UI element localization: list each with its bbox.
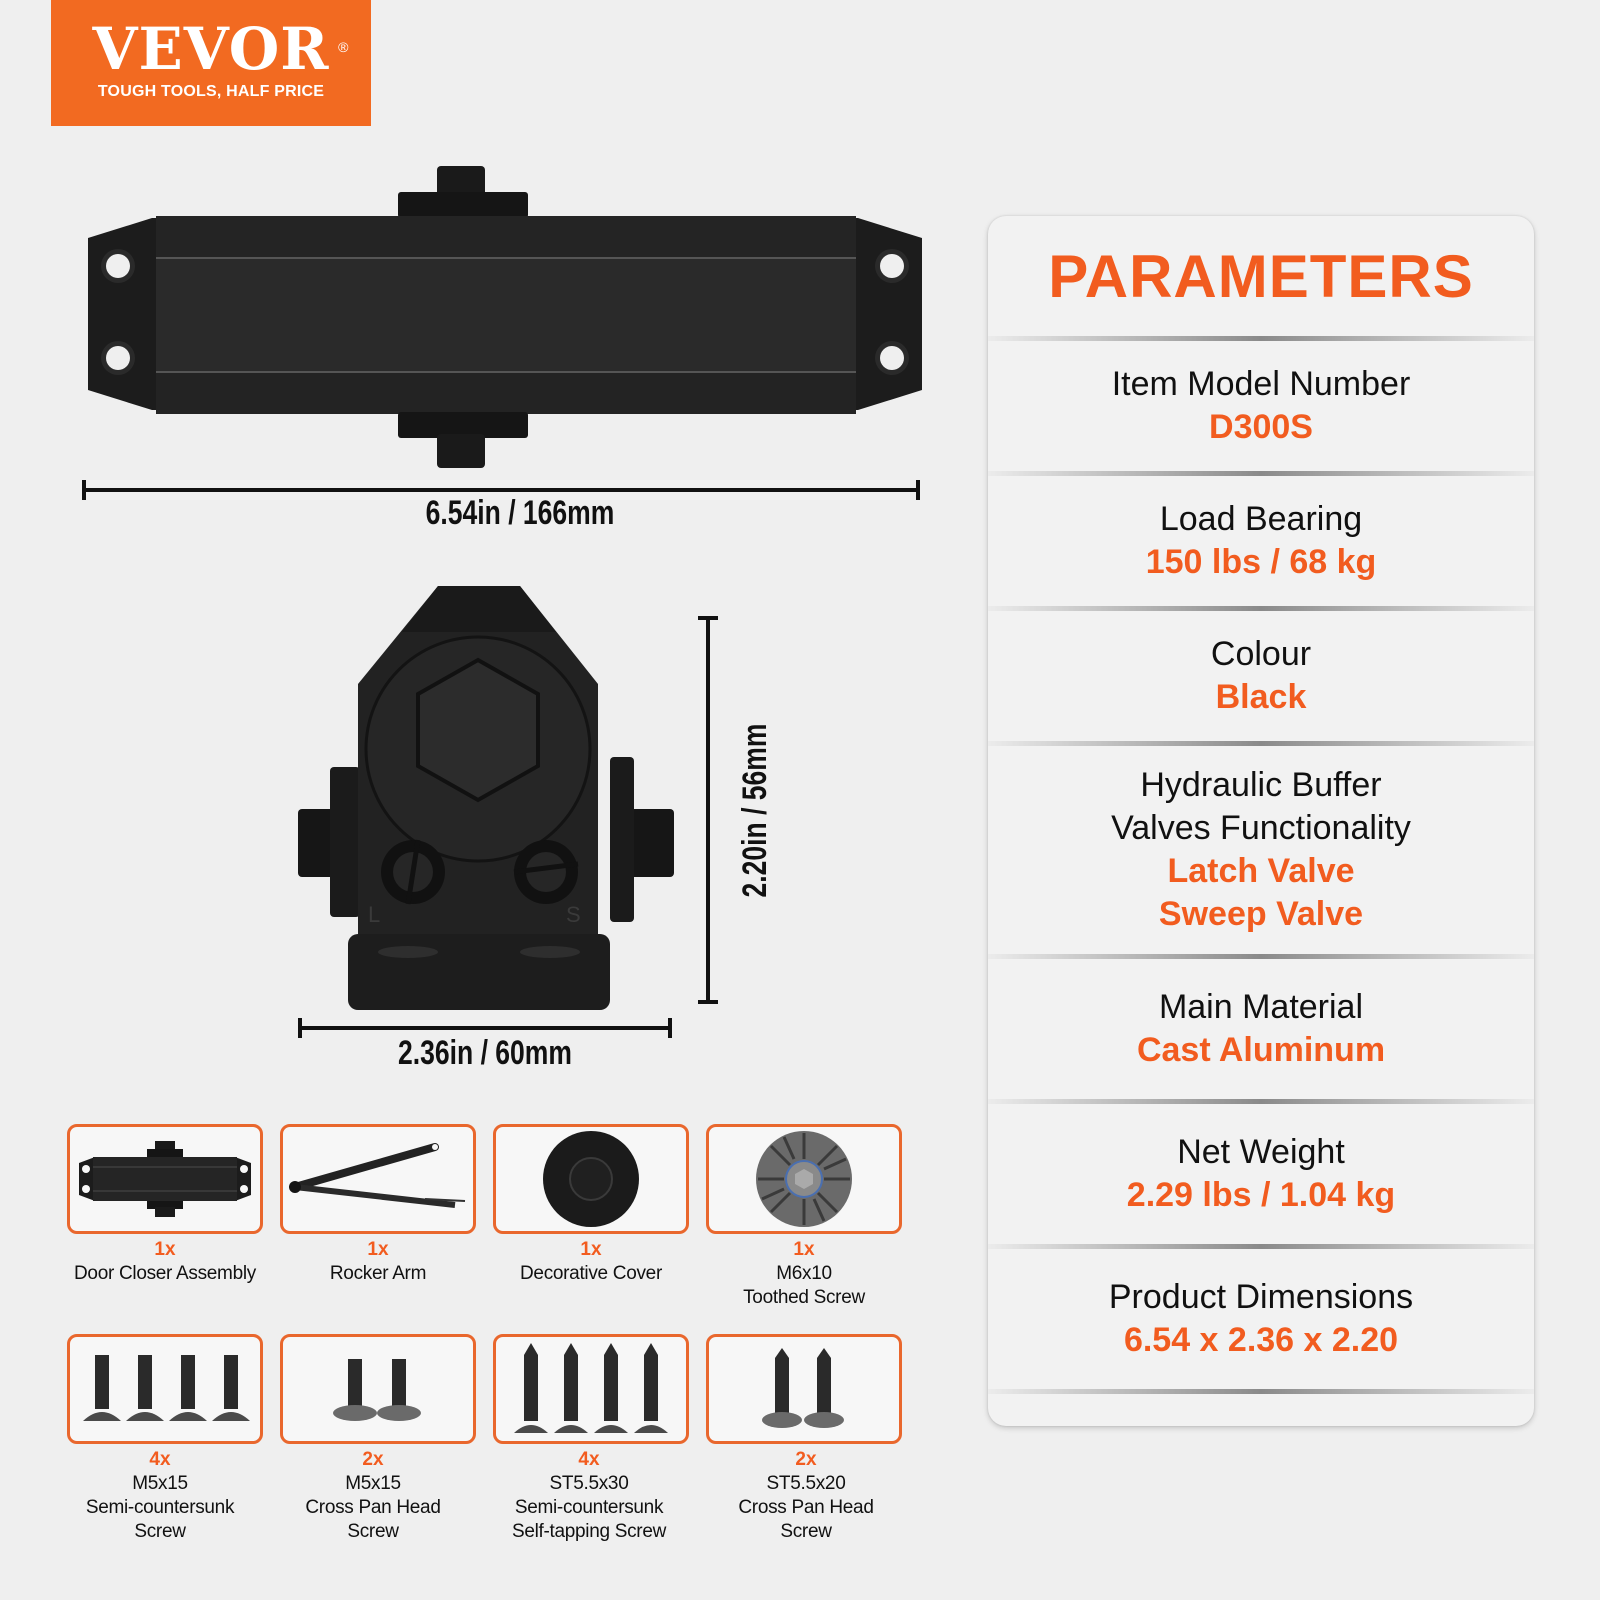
parameters-card: PARAMETERS Item Model Number D300S Load … <box>988 216 1534 1426</box>
divider <box>988 471 1534 476</box>
accessory-name: Cross Pan Head <box>738 1497 874 1518</box>
countersunk-screw-icon <box>83 1355 250 1421</box>
param-value: Cast Aluminum <box>1136 1031 1386 1069</box>
accessory-door-closer-caption: 1x Door Closer Assembly <box>55 1238 275 1286</box>
latch-valve-mark: L <box>368 902 380 927</box>
brand-wordmark: VEVOR® <box>93 19 349 79</box>
param-value: D300S <box>1209 408 1313 446</box>
pan-head-tapping-screw-icon <box>762 1348 844 1428</box>
accessory-pan-head-tapping-screw-caption: 2x ST5.5x20 Cross Pan Head Screw <box>696 1448 916 1544</box>
divider <box>988 741 1534 746</box>
door-closer-icon <box>79 1141 251 1217</box>
param-row-dimensions: Product Dimensions 6.54 x 2.36 x 2.20 <box>988 1249 1534 1389</box>
param-row-colour: Colour Black <box>988 611 1534 741</box>
toothed-screw-icon <box>756 1131 852 1227</box>
self-tapping-screw-icon <box>514 1343 668 1433</box>
divider <box>988 606 1534 611</box>
param-value: 2.29 lbs / 1.04 kg <box>1126 1176 1396 1214</box>
height-dimension-label: 2.20in / 56mm <box>735 723 774 897</box>
divider <box>988 1099 1534 1104</box>
accessory-qty: 1x <box>367 1239 389 1260</box>
rocker-arm-icon <box>289 1143 466 1208</box>
param-value: Black <box>1215 678 1307 716</box>
decorative-cover-icon <box>543 1131 639 1227</box>
param-label: Colour <box>1210 635 1312 673</box>
accessory-name: M5x15 <box>345 1473 401 1494</box>
accessory-name: Rocker Arm <box>329 1263 427 1284</box>
param-label: Main Material <box>1158 988 1364 1026</box>
param-row-model-number: Item Model Number D300S <box>988 341 1534 471</box>
length-dimension-line <box>82 480 920 500</box>
registered-mark: ® <box>338 39 350 55</box>
param-label: Item Model Number <box>1111 365 1411 403</box>
divider <box>988 954 1534 959</box>
divider <box>988 336 1534 341</box>
accessory-name: Door Closer Assembly <box>74 1263 256 1284</box>
param-label: Hydraulic Buffer <box>1140 766 1382 804</box>
brand-logo: VEVOR® TOUGH TOOLS, HALF PRICE <box>51 0 371 126</box>
accessory-toothed-screw-box <box>706 1124 902 1234</box>
sweep-valve-mark: S <box>566 902 581 927</box>
door-closer-top-view-image <box>88 166 922 468</box>
height-dimension-line <box>698 616 718 1004</box>
height-dimension-wrapper: 2.20in / 56mm <box>730 616 780 1004</box>
accessory-name: Screw <box>780 1521 832 1542</box>
accessory-qty: 1x <box>154 1239 176 1260</box>
accessory-name: Cross Pan Head <box>305 1497 441 1518</box>
brand-tagline: TOUGH TOOLS, HALF PRICE <box>97 83 325 100</box>
accessory-qty: 1x <box>793 1239 815 1260</box>
brand-name: VEVOR <box>92 15 330 83</box>
accessory-pan-head-screw-caption: 2x M5x15 Cross Pan Head Screw <box>263 1448 483 1544</box>
accessory-self-tapping-screw-box <box>493 1334 689 1444</box>
param-value: Sweep Valve <box>1158 895 1364 933</box>
door-closer-side-view-image: L S <box>298 586 674 1010</box>
accessory-name: Screw <box>347 1521 399 1542</box>
width-dimension-label: 2.36in / 60mm <box>398 1034 572 1072</box>
pan-head-screw-icon <box>333 1359 421 1421</box>
accessory-name: ST5.5x30 <box>549 1473 629 1494</box>
accessory-qty: 2x <box>362 1449 384 1470</box>
accessory-name: Screw <box>134 1521 186 1542</box>
accessory-name: Self-tapping Screw <box>511 1521 667 1542</box>
accessory-countersunk-screw-caption: 4x M5x15 Semi-countersunk Screw <box>50 1448 270 1544</box>
accessory-name: M5x15 <box>132 1473 188 1494</box>
accessory-name: M6x10 <box>776 1263 832 1284</box>
param-row-material: Main Material Cast Aluminum <box>988 959 1534 1099</box>
accessory-name: Toothed Screw <box>743 1287 865 1308</box>
accessory-toothed-screw-caption: 1x M6x10 Toothed Screw <box>694 1238 914 1310</box>
param-row-valves: Hydraulic Buffer Valves Functionality La… <box>988 746 1534 954</box>
accessory-self-tapping-screw-caption: 4x ST5.5x30 Semi-countersunk Self-tappin… <box>479 1448 699 1544</box>
param-value: 6.54 x 2.36 x 2.20 <box>1123 1321 1399 1359</box>
param-row-load-bearing: Load Bearing 150 lbs / 68 kg <box>988 476 1534 606</box>
param-value: 150 lbs / 68 kg <box>1145 543 1377 581</box>
width-dimension-line <box>298 1018 672 1038</box>
accessory-decorative-cover-box <box>493 1124 689 1234</box>
param-label: Load Bearing <box>1159 500 1363 538</box>
accessory-name: Semi-countersunk <box>85 1497 235 1518</box>
param-label: Net Weight <box>1177 1133 1345 1171</box>
accessory-rocker-arm-box <box>280 1124 476 1234</box>
accessory-name: Semi-countersunk <box>514 1497 664 1518</box>
param-label: Product Dimensions <box>1108 1278 1414 1316</box>
accessory-qty: 4x <box>578 1449 600 1470</box>
divider <box>988 1244 1534 1249</box>
accessory-pan-head-screw-box <box>280 1334 476 1444</box>
accessory-qty: 2x <box>795 1449 817 1470</box>
param-row-net-weight: Net Weight 2.29 lbs / 1.04 kg <box>988 1104 1534 1244</box>
accessory-rocker-arm-caption: 1x Rocker Arm <box>268 1238 488 1286</box>
parameters-title: PARAMETERS <box>1048 242 1474 310</box>
divider <box>988 1389 1534 1394</box>
accessory-decorative-cover-caption: 1x Decorative Cover <box>481 1238 701 1286</box>
accessory-name: Decorative Cover <box>520 1263 662 1284</box>
param-label: Valves Functionality <box>1111 809 1411 847</box>
accessory-qty: 4x <box>149 1449 171 1470</box>
accessory-countersunk-screw-box <box>67 1334 263 1444</box>
length-dimension-label: 6.54in / 166mm <box>425 494 615 532</box>
param-value: Latch Valve <box>1167 852 1355 890</box>
accessory-name: ST5.5x20 <box>766 1473 846 1494</box>
accessory-pan-head-tapping-screw-box <box>706 1334 902 1444</box>
accessory-qty: 1x <box>580 1239 602 1260</box>
accessory-door-closer-box <box>67 1124 263 1234</box>
